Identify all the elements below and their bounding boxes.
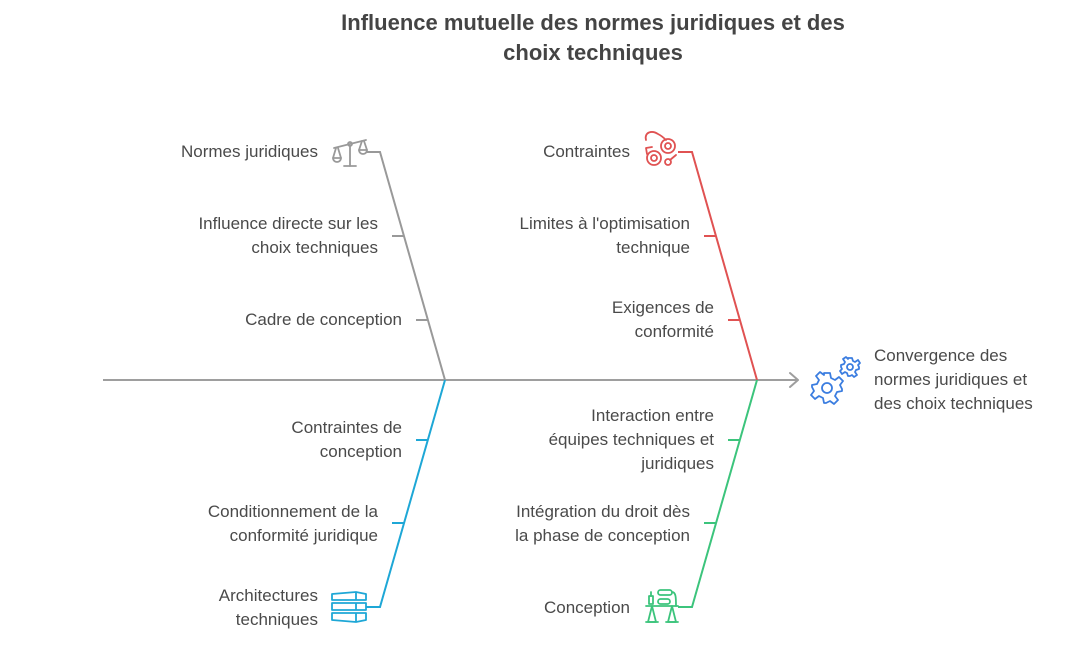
cause-line: Exigences de <box>611 298 714 317</box>
cause-line: Influence directe sur les <box>198 214 378 233</box>
diagram-title: Influence mutuelle des normes juridiques… <box>293 8 893 68</box>
gears-icon <box>810 356 861 405</box>
outcome-line: des choix techniques <box>874 394 1033 413</box>
cause-line: conformité juridique <box>229 526 378 545</box>
cause-line: Conditionnement de la <box>207 502 378 521</box>
category-text: Normes juridiques <box>181 142 318 161</box>
category-text: Conception <box>543 598 630 617</box>
outcome-label: Convergence des normes juridiques et des… <box>874 344 1033 416</box>
title-line-1: Influence mutuelle des normes juridiques… <box>341 10 845 35</box>
cause-label: Influence directe sur les choix techniqu… <box>198 212 378 260</box>
cause-line: Contraintes de <box>291 418 402 437</box>
cause-label: Contraintes de conception <box>291 416 402 464</box>
spine-arrow-head <box>789 372 799 388</box>
outcome-line: Convergence des <box>874 346 1008 365</box>
cause-line: la phase de conception <box>515 526 690 545</box>
branch-architectures-techniques <box>366 379 446 608</box>
spine <box>103 372 799 388</box>
branch-normes-juridiques <box>366 151 446 381</box>
layers-stack-icon <box>331 591 367 623</box>
cause-label: Cadre de conception <box>245 308 402 332</box>
cause-line: Intégration du droit dès <box>516 502 690 521</box>
cause-label: Exigences de conformité <box>612 296 714 344</box>
cause-line: Cadre de conception <box>245 310 402 329</box>
category-label-contraintes: Contraintes <box>543 140 630 164</box>
category-text: Contraintes <box>543 142 630 161</box>
drafting-desk-icon <box>645 589 679 623</box>
cause-label: Conditionnement de la conformité juridiq… <box>208 500 378 548</box>
cause-line: conception <box>319 442 402 461</box>
cause-line: juridiques <box>641 454 714 473</box>
cause-line: technique <box>616 238 690 257</box>
cause-line: Limites à l'optimisation <box>519 214 690 233</box>
category-label-conception: Conception <box>544 596 630 620</box>
cause-label: Limites à l'optimisation technique <box>520 212 690 260</box>
scales-icon <box>332 139 368 167</box>
outcome-line: normes juridiques et <box>874 370 1028 389</box>
handcuffs-icon <box>644 131 677 166</box>
cause-line: Interaction entre <box>591 406 714 425</box>
cause-label: Intégration du droit dès la phase de con… <box>515 500 690 548</box>
category-label-normes-juridiques: Normes juridiques <box>181 140 318 164</box>
category-text: Architectures <box>218 586 318 605</box>
cause-line: équipes techniques et <box>548 430 714 449</box>
cause-line: choix techniques <box>251 238 378 257</box>
cause-line: conformité <box>634 322 714 341</box>
branch-contraintes <box>678 151 758 381</box>
cause-label: Interaction entre équipes techniques et … <box>549 404 714 476</box>
title-line-2: choix techniques <box>503 40 683 65</box>
branch-conception <box>678 379 758 608</box>
category-text: techniques <box>235 610 318 629</box>
category-label-architectures-techniques: Architectures techniques <box>219 584 318 632</box>
